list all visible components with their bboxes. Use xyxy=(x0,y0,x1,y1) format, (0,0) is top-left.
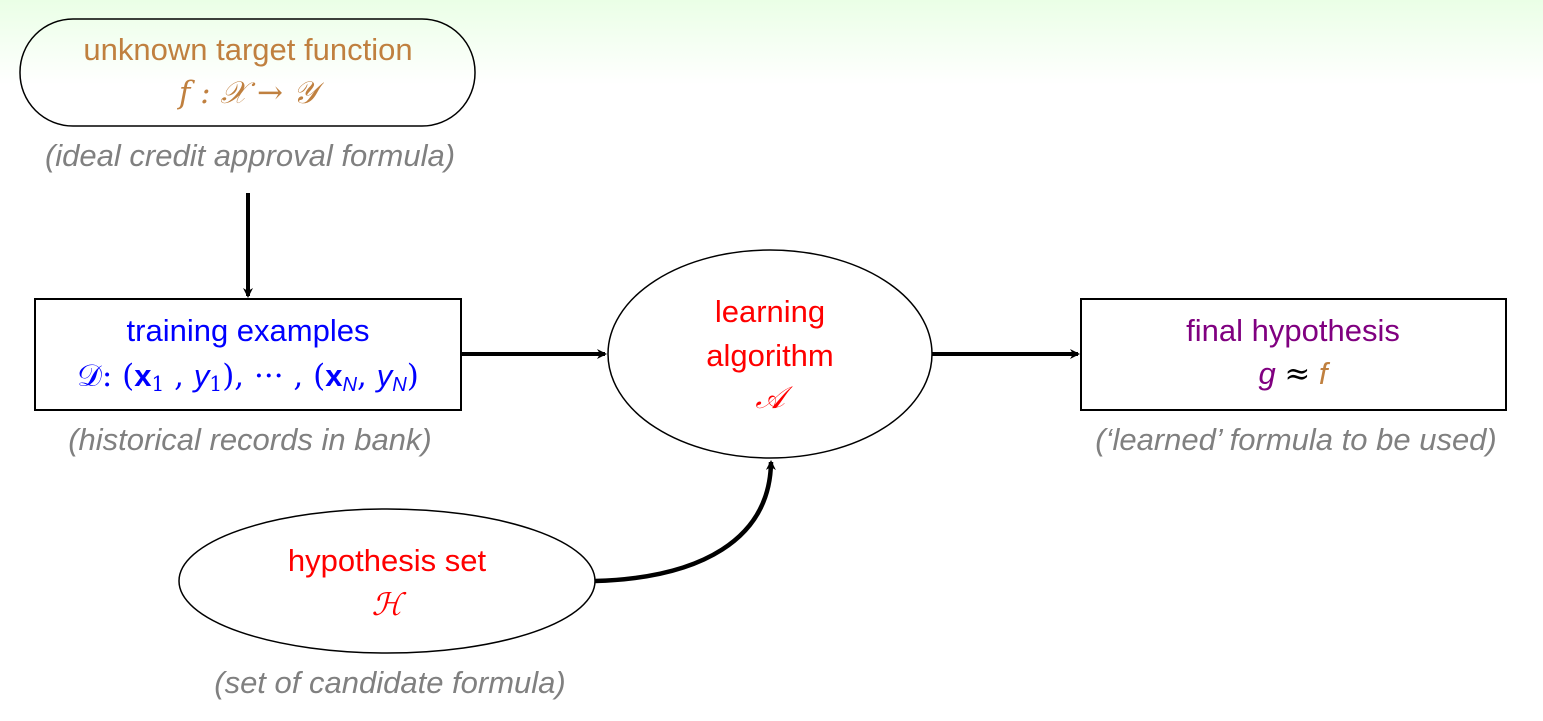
target-function-node xyxy=(19,18,476,127)
final-caption: (‘learned’ formula to be used) xyxy=(1095,422,1497,457)
training-formula-prefix: 𝒟: ( xyxy=(77,358,135,394)
training-mid: ), ··· , ( xyxy=(222,358,326,394)
hypothesis-set-node xyxy=(178,508,596,654)
target-title: unknown target function xyxy=(83,32,413,67)
target-formula: f : 𝒳 → 𝒴 xyxy=(178,75,318,111)
training-examples-node xyxy=(34,298,462,411)
target-caption: (ideal credit approval formula) xyxy=(44,138,456,173)
algorithm-line1: learning xyxy=(714,294,826,329)
training-caption: (historical records in bank) xyxy=(68,422,432,457)
training-x1: x xyxy=(134,358,152,393)
algorithm-symbol: 𝒜 xyxy=(755,380,785,416)
training-subN: N xyxy=(342,374,358,397)
training-formula: 𝒟: (x1 , y1), ··· , (xN, yN) xyxy=(77,358,419,397)
hypothesis-set-symbol: ℋ xyxy=(371,587,403,623)
hypothesis-set-title: hypothesis set xyxy=(287,543,487,578)
training-subNb: N xyxy=(392,374,407,397)
training-sub1b: 1 xyxy=(209,372,223,397)
training-title: training examples xyxy=(126,313,370,348)
final-hypothesis-node xyxy=(1080,298,1507,411)
final-approx: ≈ xyxy=(1284,356,1311,392)
final-formula: g ≈ f xyxy=(1258,358,1327,390)
training-y1: y xyxy=(193,358,210,393)
training-sub1: 1 xyxy=(151,372,165,397)
hypothesis-set-caption: (set of candidate formula) xyxy=(214,665,566,700)
training-xN: x xyxy=(325,358,343,393)
final-g: g xyxy=(1258,356,1276,391)
final-f: f xyxy=(1318,356,1328,391)
training-end: ) xyxy=(406,358,419,394)
training-yN: y xyxy=(376,358,393,393)
algorithm-line2: algorithm xyxy=(706,338,834,373)
final-title: final hypothesis xyxy=(1186,313,1400,348)
edge-hypothesis-to-algorithm xyxy=(594,460,776,584)
